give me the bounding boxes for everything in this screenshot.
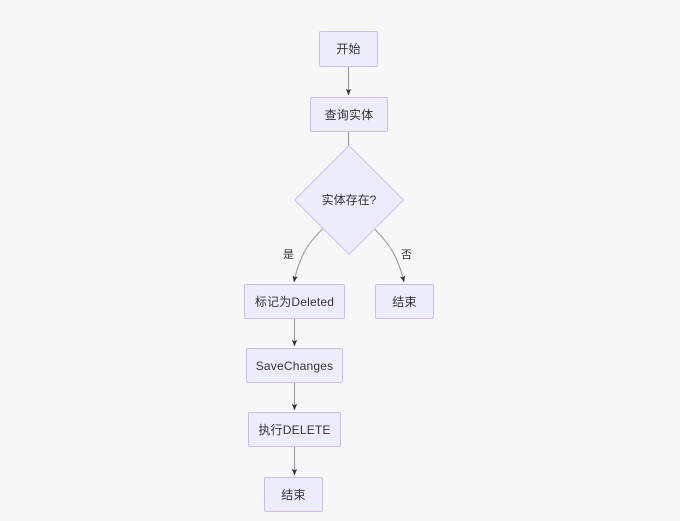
node-end-no-branch-label: 结束 (392, 294, 417, 309)
node-end-yes-branch-label: 结束 (281, 487, 306, 502)
node-save-changes-label: SaveChanges (255, 358, 334, 373)
node-end-yes-branch[interactable]: 结束 (264, 477, 323, 512)
node-mark-deleted[interactable]: 标记为Deleted (244, 284, 345, 319)
node-start-label: 开始 (336, 42, 361, 56)
node-exec-delete[interactable]: 执行DELETE (248, 412, 341, 447)
node-query-entity[interactable]: 查询实体 (310, 97, 388, 132)
node-entity-exists[interactable]: 实体存在? (293, 144, 405, 256)
node-exec-delete-label: 执行DELETE (258, 422, 331, 437)
node-mark-deleted-label: 标记为Deleted (254, 294, 335, 309)
node-query-entity-label: 查询实体 (324, 107, 374, 122)
node-save-changes[interactable]: SaveChanges (246, 348, 343, 383)
node-entity-exists-label: 实体存在? (321, 193, 377, 207)
node-start[interactable]: 开始 (319, 31, 378, 67)
edge-label-no: 否 (399, 249, 414, 262)
node-end-no-branch[interactable]: 结束 (375, 284, 434, 319)
edge-label-yes: 是 (281, 249, 296, 262)
